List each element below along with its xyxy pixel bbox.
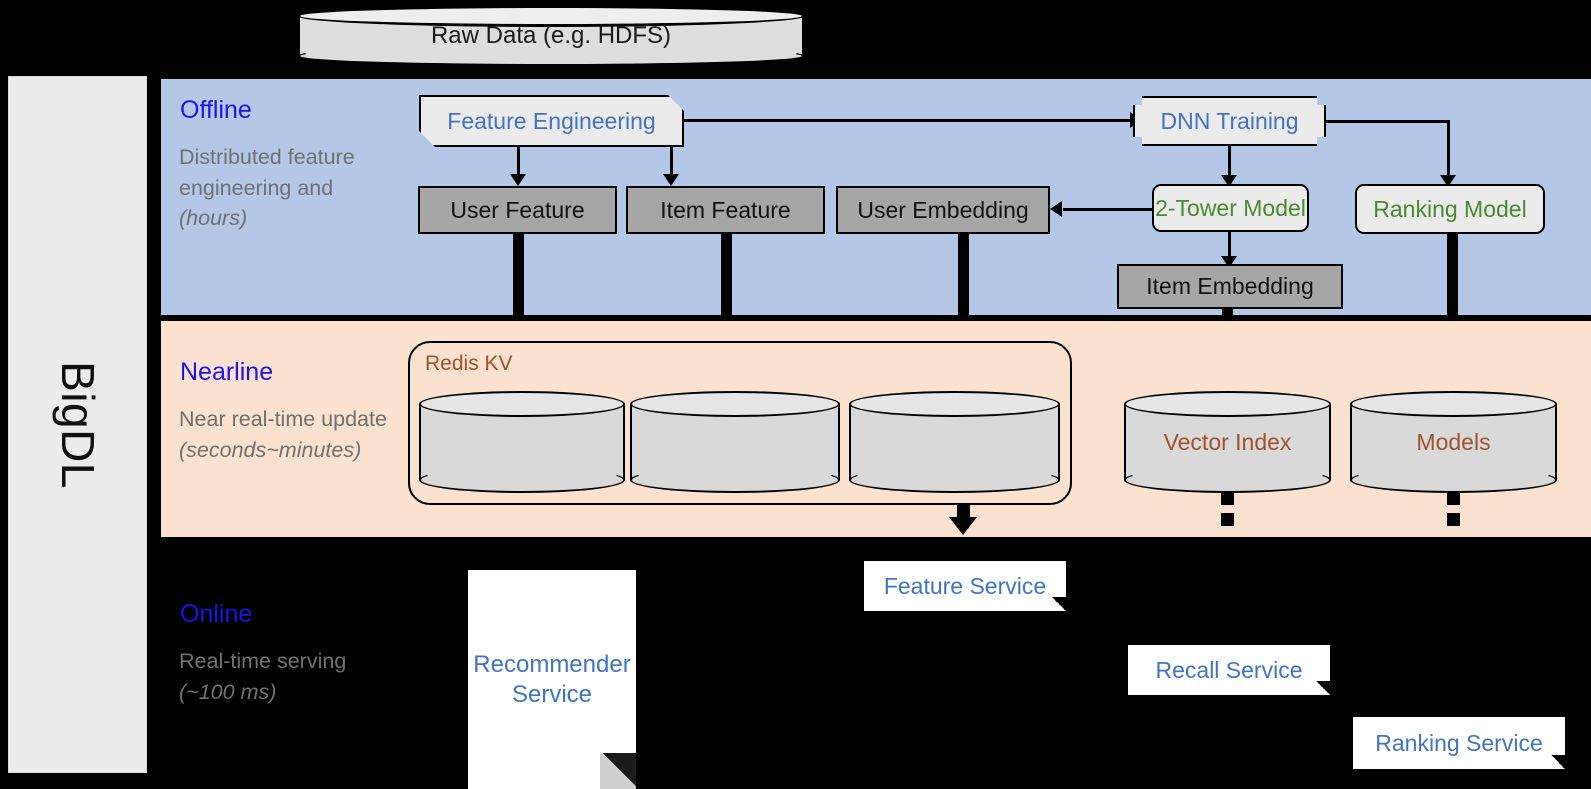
node-user-embedding[interactable]: User Embedding xyxy=(836,186,1050,234)
arrowhead-twotower-to-userembedding xyxy=(1050,201,1062,217)
service-ranking-label: Ranking Service xyxy=(1375,729,1543,756)
raw-data-cylinder: Raw Data (e.g. HDFS) xyxy=(297,5,805,67)
service-feature-label: Feature Service xyxy=(883,572,1047,599)
service-recommender-label: Recommender Service xyxy=(473,650,631,708)
store-models-label: Models xyxy=(1416,428,1491,455)
service-ranking[interactable]: Ranking Service xyxy=(1353,717,1565,769)
cylinder-top-ellipse xyxy=(419,391,625,417)
service-recall-label: Recall Service xyxy=(1155,656,1303,683)
node-item-feature[interactable]: Item Feature xyxy=(626,186,825,234)
store-models[interactable]: Models xyxy=(1350,391,1557,493)
arrowhead-fe-to-userfeature xyxy=(510,174,526,186)
store-user-embedding-label xyxy=(849,391,1060,493)
node-ranking-model[interactable]: Ranking Model xyxy=(1355,184,1545,234)
layer-nearline-description: Near real-time update (seconds~minutes) xyxy=(179,404,394,465)
node-item-feature-label: Item Feature xyxy=(660,196,791,223)
page-fold-icon xyxy=(1316,681,1330,695)
pipe-user-feature-to-store xyxy=(513,234,524,387)
connector-fe-to-itemfeature xyxy=(670,147,673,177)
store-user-embedding[interactable] xyxy=(849,391,1060,493)
connector-dnn-to-ranking-h xyxy=(1326,120,1449,123)
layer-offline-title: Offline xyxy=(180,96,252,124)
service-recommender[interactable]: Recommender Service xyxy=(468,570,636,789)
pipe-ranking-model-to-models xyxy=(1447,234,1458,387)
store-user-feature[interactable] xyxy=(419,391,625,493)
node-two-tower-model[interactable]: 2-Tower Model xyxy=(1152,184,1309,232)
connector-stub-models-b xyxy=(1447,513,1460,526)
store-vector-index-label: Vector Index xyxy=(1163,428,1292,455)
cylinder-bottom-ellipse xyxy=(849,467,1060,493)
node-dnn-training-label: DNN Training xyxy=(1160,107,1299,134)
connector-stub-vector-index-b xyxy=(1221,513,1234,526)
connector-dnn-to-ranking-v xyxy=(1447,120,1450,178)
bigdl-label: BigDL xyxy=(51,360,104,489)
cylinder-top-ellipse xyxy=(297,5,805,27)
node-item-embedding-label: Item Embedding xyxy=(1146,273,1314,299)
node-item-embedding[interactable]: Item Embedding xyxy=(1117,264,1343,309)
node-user-feature[interactable]: User Feature xyxy=(418,186,617,234)
layer-online-description: Real-time serving (~100 ms) xyxy=(179,646,394,707)
connector-fe-to-dnn xyxy=(684,119,1132,122)
node-feature-engineering-label: Feature Engineering xyxy=(447,107,656,134)
cylinder-top-ellipse xyxy=(1350,391,1557,417)
group-redis-kv-label: Redis KV xyxy=(425,352,513,375)
page-fold-icon xyxy=(1052,597,1066,611)
arrowhead-kv-to-feature-service xyxy=(949,517,977,535)
layer-nearline-desc-emphasis: (seconds~minutes) xyxy=(179,437,362,462)
layer-online-desc-text: Real-time serving xyxy=(179,649,347,673)
connector-stub-models-a xyxy=(1447,492,1460,505)
layer-offline-description: Distributed feature engineering and (hou… xyxy=(179,142,394,234)
node-user-feature-label: User Feature xyxy=(450,196,585,223)
cylinder-top-ellipse xyxy=(1124,391,1331,417)
node-ranking-model-label: Ranking Model xyxy=(1373,195,1527,222)
pipe-item-feature-to-store xyxy=(721,234,732,387)
node-dnn-training[interactable]: DNN Training xyxy=(1133,96,1326,146)
group-redis-kv xyxy=(408,341,1072,505)
connector-stub-vector-index-a xyxy=(1221,492,1234,505)
node-two-tower-model-label: 2-Tower Model xyxy=(1155,194,1306,221)
service-feature[interactable]: Feature Service xyxy=(864,561,1066,611)
layer-nearline-title: Nearline xyxy=(180,358,274,386)
page-fold-icon xyxy=(600,753,636,789)
node-user-embedding-label: User Embedding xyxy=(857,196,1029,223)
connector-dnn-to-twotower xyxy=(1228,146,1231,178)
page-fold-icon xyxy=(1551,755,1565,769)
connector-stub-kv-to-feature-service xyxy=(957,505,970,518)
cylinder-bottom-ellipse xyxy=(419,467,625,493)
service-recall[interactable]: Recall Service xyxy=(1128,645,1330,695)
cylinder-bottom-ellipse xyxy=(297,45,805,67)
store-user-feature-label xyxy=(419,391,625,493)
connector-twotower-to-itememb xyxy=(1228,232,1231,260)
layer-online-title: Online xyxy=(180,600,253,628)
layer-online-desc-emphasis: (~100 ms) xyxy=(179,679,277,704)
cylinder-top-ellipse xyxy=(630,391,840,417)
cylinder-bottom-ellipse xyxy=(630,467,840,493)
raw-data-label: Raw Data (e.g. HDFS) xyxy=(430,22,672,49)
connector-twotower-to-userembedding xyxy=(1063,208,1161,211)
layer-nearline-desc-text: Near real-time update xyxy=(179,407,387,431)
store-item-feature[interactable] xyxy=(630,391,840,493)
cylinder-top-ellipse xyxy=(849,391,1060,417)
arrowhead-fe-to-itemfeature xyxy=(663,174,679,186)
connector-fe-to-userfeature xyxy=(517,147,520,177)
layer-offline-desc-text: Distributed feature engineering and xyxy=(179,145,355,200)
store-vector-index[interactable]: Vector Index xyxy=(1124,391,1331,493)
pipe-user-embedding-to-store xyxy=(958,234,969,387)
bigdl-framework-rail: BigDL xyxy=(8,76,147,773)
store-item-feature-label xyxy=(630,391,840,493)
node-feature-engineering[interactable]: Feature Engineering xyxy=(419,95,684,147)
layer-offline-desc-emphasis: (hours) xyxy=(179,206,248,231)
